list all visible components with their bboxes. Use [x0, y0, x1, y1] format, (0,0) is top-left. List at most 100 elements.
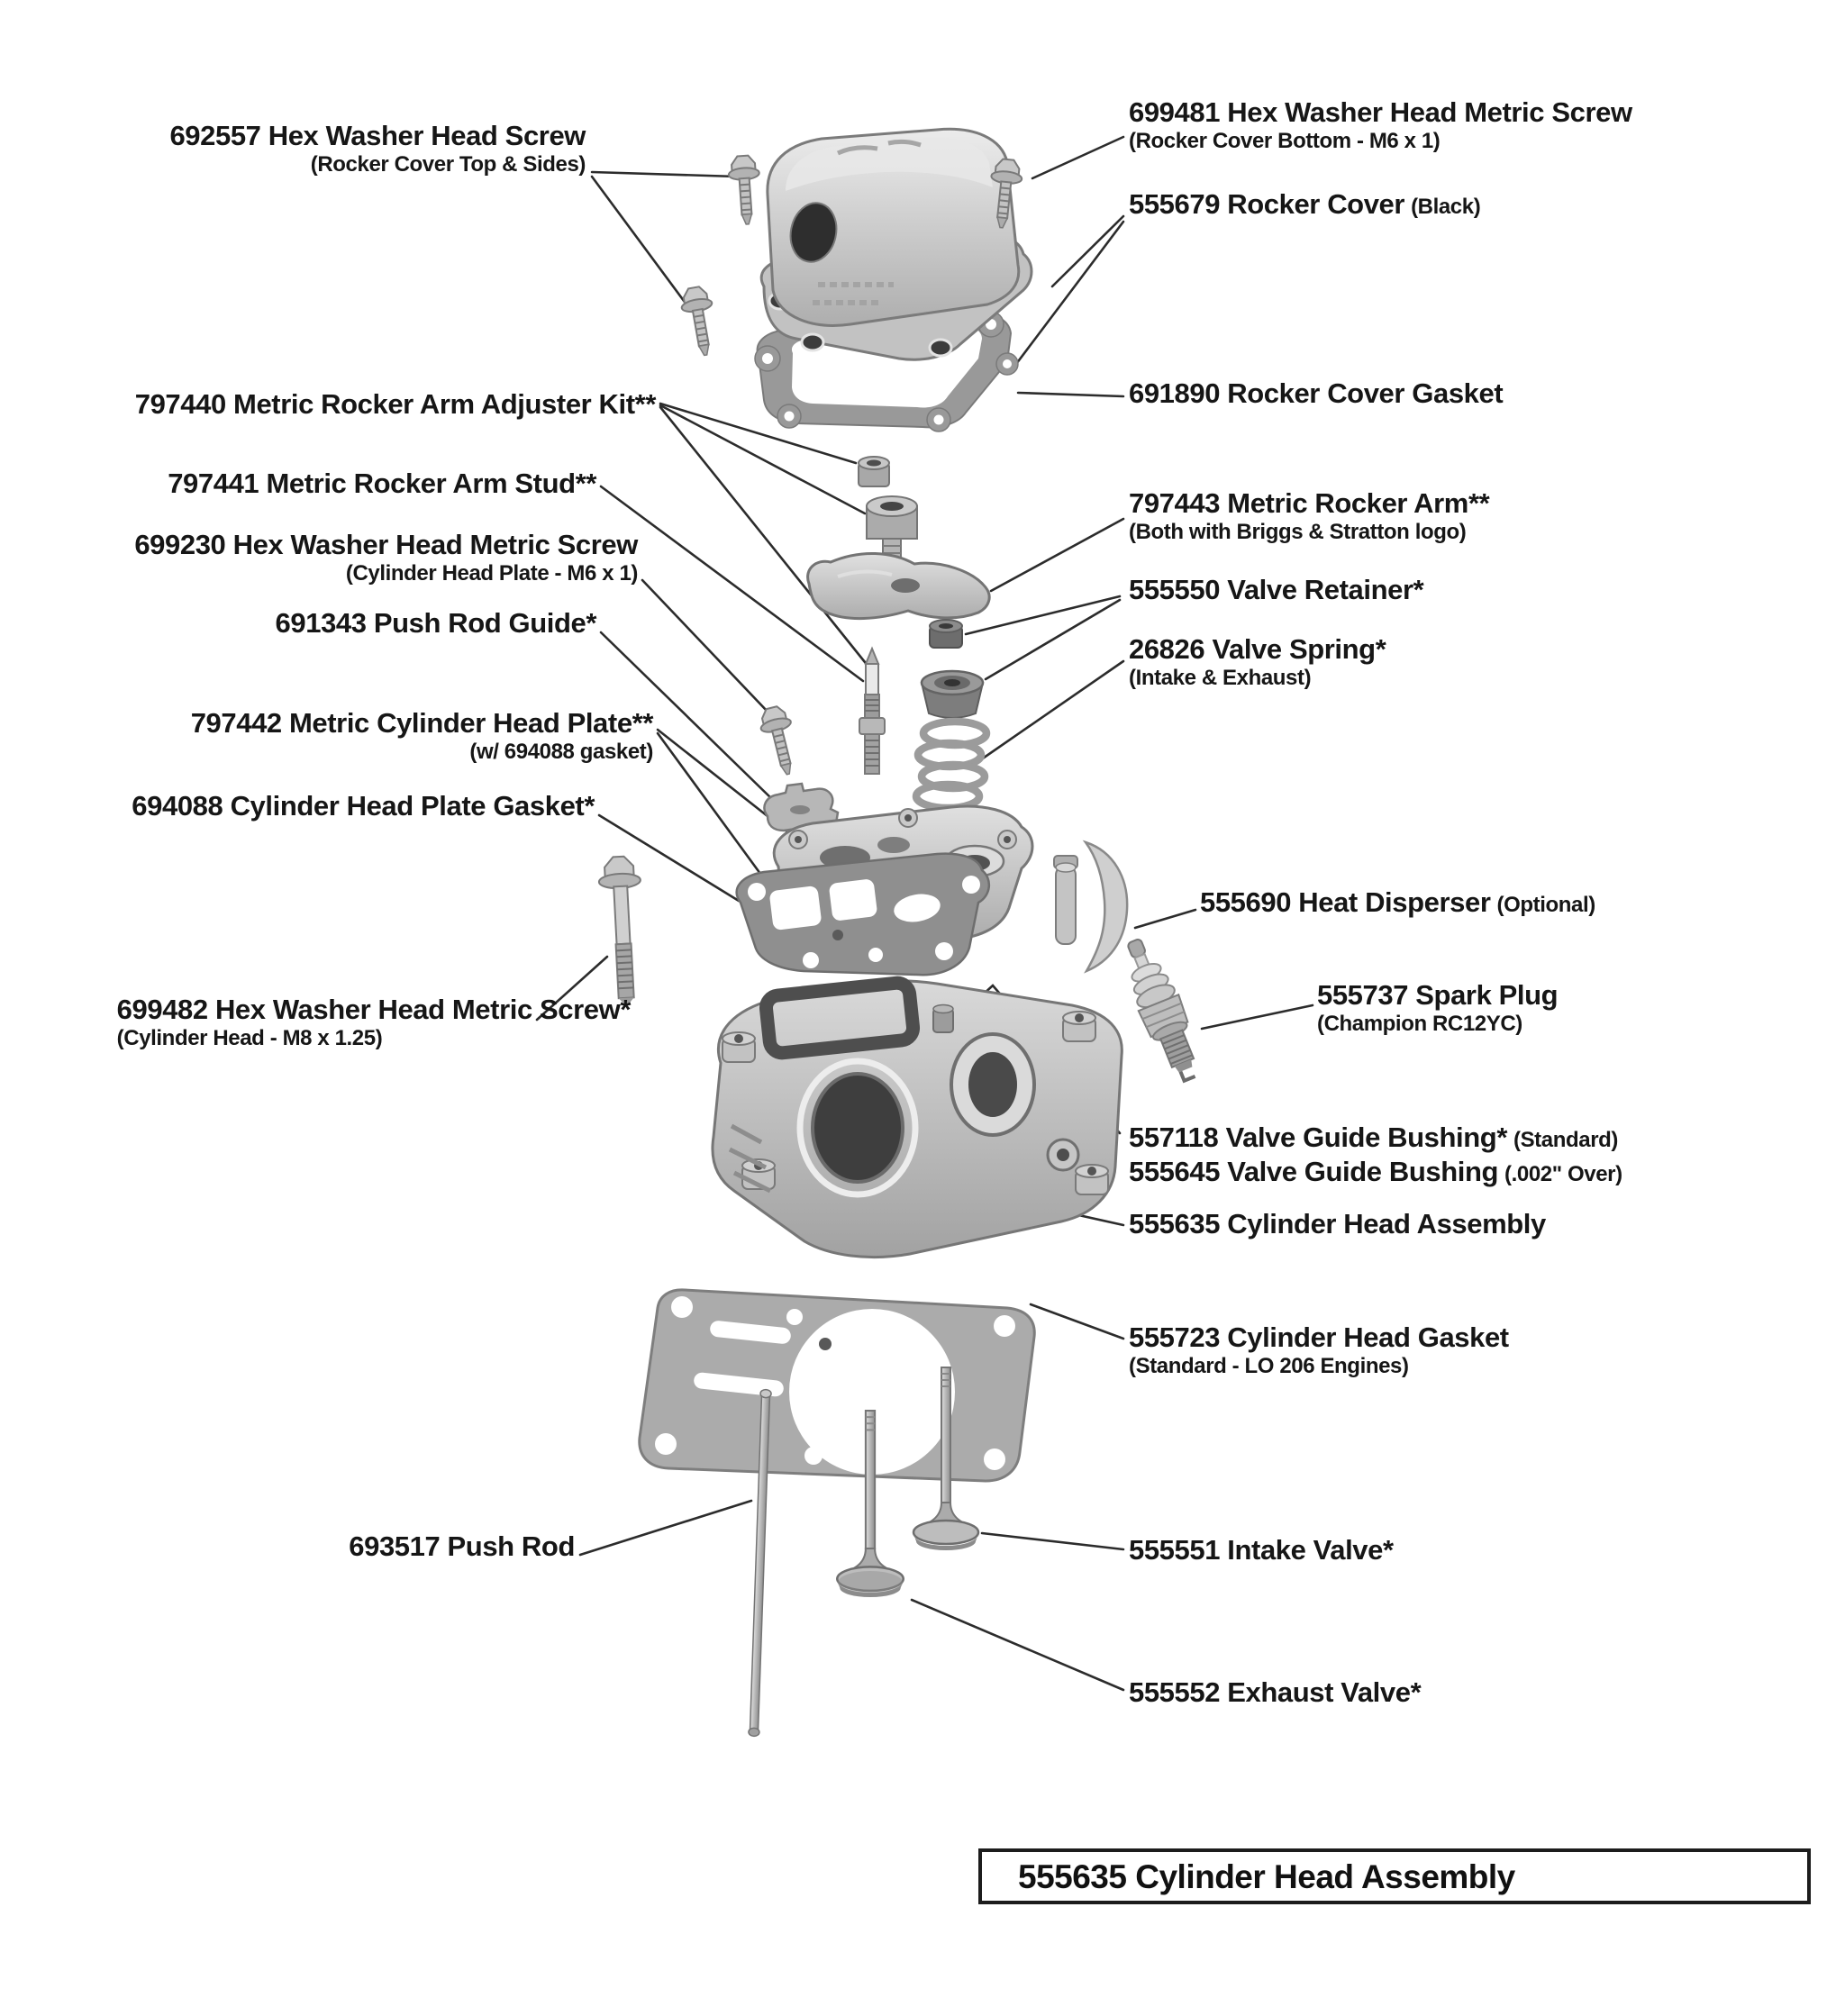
part-label-691343: 691343 Push Rod Guide* — [276, 607, 597, 640]
part-name: Metric Rocker Arm Stud** — [266, 468, 596, 499]
part-name: Heat Disperser — [1298, 886, 1491, 918]
part-note: (Black) — [1411, 195, 1481, 219]
part-name: Rocker Cover Gasket — [1227, 377, 1504, 409]
hex-screw-692557-bottom-illustration — [677, 284, 722, 359]
part-name: Cylinder Head Plate Gasket* — [230, 790, 595, 822]
spark-plug-illustration — [1127, 939, 1196, 1084]
leader-26826 — [976, 659, 1125, 764]
push-rod-illustration — [748, 1388, 772, 1738]
part-label-691890: 691890 Rocker Cover Gasket — [1129, 377, 1504, 410]
leader-693517 — [578, 1499, 753, 1557]
part-label-555552: 555552 Exhaust Valve* — [1129, 1676, 1422, 1709]
leader-699482 — [535, 955, 609, 1022]
part-label-26826: 26826 Valve Spring* (Intake & Exhaust) — [1129, 633, 1386, 691]
adjuster-nut-illustration — [858, 456, 890, 487]
part-note: (Rocker Cover Top & Sides) — [310, 151, 586, 177]
part-name: Metric Cylinder Head Plate** — [288, 707, 653, 739]
part-label-555550: 555550 Valve Retainer* — [1129, 574, 1424, 606]
part-note: (Standard - LO 206 Engines) — [1129, 1353, 1409, 1378]
rocker-arm-illustration — [806, 552, 991, 620]
part-label-699482: 699482 Hex Washer Head Metric Screw* (Cy… — [116, 994, 632, 1051]
part-note: (Cylinder Head - M8 x 1.25) — [116, 1025, 383, 1050]
leader-555550-b — [984, 598, 1122, 681]
part-label-555723: 555723 Cylinder Head Gasket (Standard - … — [1129, 1321, 1509, 1379]
rocker-stud-illustration — [859, 646, 886, 775]
part-name: Valve Guide Bushing — [1227, 1156, 1499, 1187]
part-name: Metric Rocker Arm Adjuster Kit** — [233, 388, 656, 420]
part-name: Valve Spring* — [1212, 633, 1386, 665]
part-name: Hex Washer Head Metric Screw — [232, 529, 639, 560]
part-note: (Optional) — [1496, 893, 1596, 917]
leader-797440-b — [659, 404, 867, 515]
part-name: Exhaust Valve* — [1227, 1676, 1422, 1708]
leader-692557-a — [590, 170, 739, 178]
leader-555551 — [980, 1531, 1125, 1551]
part-number: 557118 — [1129, 1122, 1219, 1153]
leader-797443 — [989, 517, 1125, 593]
part-number: 797441 — [168, 468, 259, 499]
part-number: 797440 — [134, 388, 226, 420]
leader-555723 — [1029, 1303, 1125, 1340]
part-note: (w/ 694088 gasket) — [469, 739, 653, 764]
part-number: 555550 — [1129, 574, 1221, 605]
leader-694088 — [597, 813, 741, 903]
part-name: Intake Valve* — [1227, 1534, 1394, 1566]
assembly-title-box: 555635 Cylinder Head Assembly — [978, 1848, 1811, 1904]
leader-797440-c — [659, 405, 870, 668]
leader-555550-a — [964, 595, 1122, 636]
leader-555737 — [1200, 1003, 1314, 1031]
head-gasket-illustration — [638, 1288, 1036, 1483]
part-note: (Standard) — [1513, 1128, 1618, 1152]
part-number: 26826 — [1129, 633, 1205, 665]
part-name: Hex Washer Head Metric Screw* — [214, 994, 631, 1025]
valve-spring-illustration — [912, 717, 991, 813]
part-label-555737: 555737 Spark Plug (Champion RC12YC) — [1317, 979, 1559, 1037]
part-label-555679: 555679 Rocker Cover(Black) — [1129, 188, 1481, 221]
leader-555690 — [1133, 908, 1197, 930]
part-label-797441: 797441 Metric Rocker Arm Stud** — [168, 468, 596, 500]
assembly-title: 555635 Cylinder Head Assembly — [1018, 1858, 1515, 1895]
part-label-555551: 555551 Intake Valve* — [1129, 1534, 1394, 1566]
part-label-692557: 692557 Hex Washer Head Screw (Rocker Cov… — [169, 120, 586, 177]
part-number: 699230 — [134, 529, 226, 560]
part-note: (Intake & Exhaust) — [1129, 665, 1312, 690]
part-number: 555551 — [1129, 1534, 1221, 1566]
hex-screw-692557-top-illustration — [726, 153, 764, 227]
part-number: 797442 — [190, 707, 282, 739]
part-number: 555635 — [1129, 1208, 1221, 1240]
part-label-557118: 557118 Valve Guide Bushing*(Standard) — [1129, 1122, 1618, 1154]
head-plate-gasket-illustration — [735, 852, 990, 976]
part-name: Cylinder Head Assembly — [1227, 1208, 1546, 1240]
part-name: Spark Plug — [1415, 979, 1559, 1011]
part-number: 555723 — [1129, 1321, 1221, 1353]
part-number: 555737 — [1317, 979, 1409, 1011]
part-number: 694088 — [132, 790, 223, 822]
part-number: 555645 — [1129, 1156, 1221, 1187]
part-note: (Both with Briggs & Stratton logo) — [1129, 519, 1467, 544]
part-number: 693517 — [349, 1530, 441, 1562]
part-name: Valve Guide Bushing* — [1225, 1122, 1508, 1153]
part-note: (Rocker Cover Bottom - M6 x 1) — [1129, 128, 1441, 153]
part-label-693517: 693517 Push Rod — [349, 1530, 575, 1563]
part-label-699230: 699230 Hex Washer Head Metric Screw (Cyl… — [134, 529, 639, 586]
leader-699481 — [1031, 135, 1125, 180]
part-label-797440: 797440 Metric Rocker Arm Adjuster Kit** — [134, 388, 657, 421]
part-label-555635: 555635 Cylinder Head Assembly — [1129, 1208, 1546, 1240]
part-number: 692557 — [169, 120, 261, 151]
rocker-cover-illustration — [759, 127, 1033, 361]
leader-797440-a — [659, 402, 858, 465]
part-label-797443: 797443 Metric Rocker Arm** (Both with Br… — [1129, 487, 1490, 545]
part-label-699481: 699481 Hex Washer Head Metric Screw (Roc… — [1129, 96, 1632, 154]
leader-797441 — [599, 485, 865, 683]
part-number: 691890 — [1129, 377, 1221, 409]
leader-555552 — [910, 1598, 1125, 1692]
part-label-797442: 797442 Metric Cylinder Head Plate** (w/ … — [190, 707, 654, 765]
part-name: Rocker Cover — [1227, 188, 1405, 220]
part-name: Metric Rocker Arm** — [1227, 487, 1490, 519]
leader-691890 — [1016, 391, 1125, 398]
cylinder-head-illustration — [711, 976, 1123, 1258]
part-number: 555690 — [1200, 886, 1292, 918]
part-label-555645: 555645 Valve Guide Bushing(.002" Over) — [1129, 1156, 1622, 1188]
